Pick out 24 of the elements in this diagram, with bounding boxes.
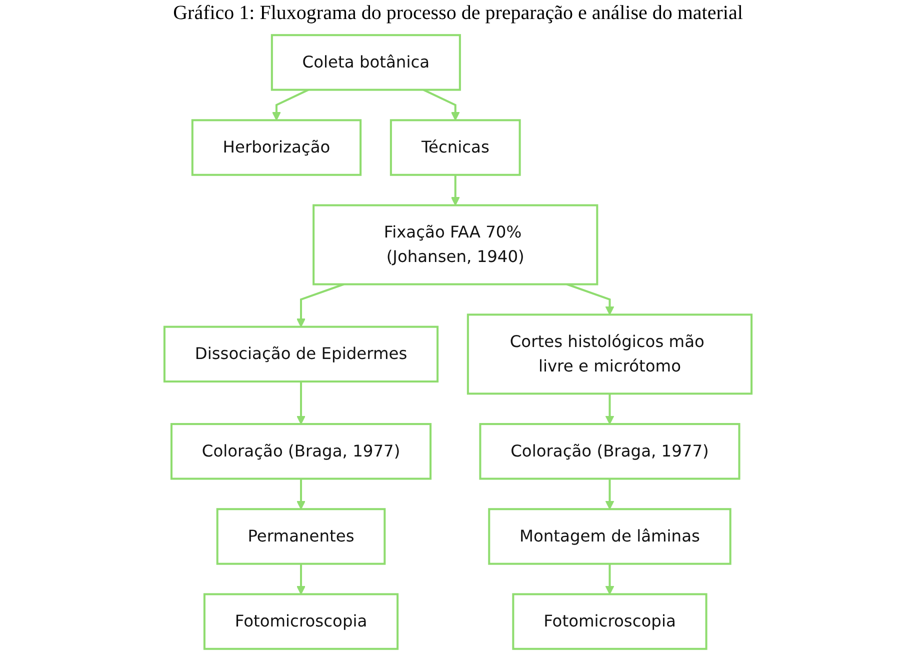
node-box: Cortes histológicos mão livre e micrótomo [466, 314, 753, 395]
chart-title: Gráfico 1: Fluxograma do processo de preparação e análise do material [172, 2, 744, 25]
node-box: Montagem de lâminas [488, 508, 732, 565]
node-box: Coloração (Braga, 1977) [479, 423, 740, 480]
node-box: Coleta botânica [270, 34, 461, 91]
arrow [422, 88, 460, 121]
node-box: Coloração (Braga, 1977) [170, 423, 432, 480]
node-box: Fotomicroscopia [512, 593, 708, 650]
node-box: Herborização [191, 119, 362, 176]
node-box: Técnicas [390, 119, 521, 176]
node-box: Fixação FAA 70% (Johansen, 1940) [312, 204, 598, 286]
arrow [272, 88, 309, 121]
arrow [450, 174, 460, 206]
arrow [296, 478, 306, 510]
arrow [296, 564, 306, 595]
arrow [566, 283, 614, 316]
arrow [605, 478, 614, 510]
arrow [605, 394, 614, 424]
node-box: Dissociação de Epidermes [163, 326, 439, 383]
node-box: Fotomicroscopia [203, 593, 399, 650]
node-box: Permanentes [216, 508, 386, 565]
arrow [296, 382, 306, 424]
arrow [296, 283, 344, 328]
arrow [605, 564, 614, 595]
